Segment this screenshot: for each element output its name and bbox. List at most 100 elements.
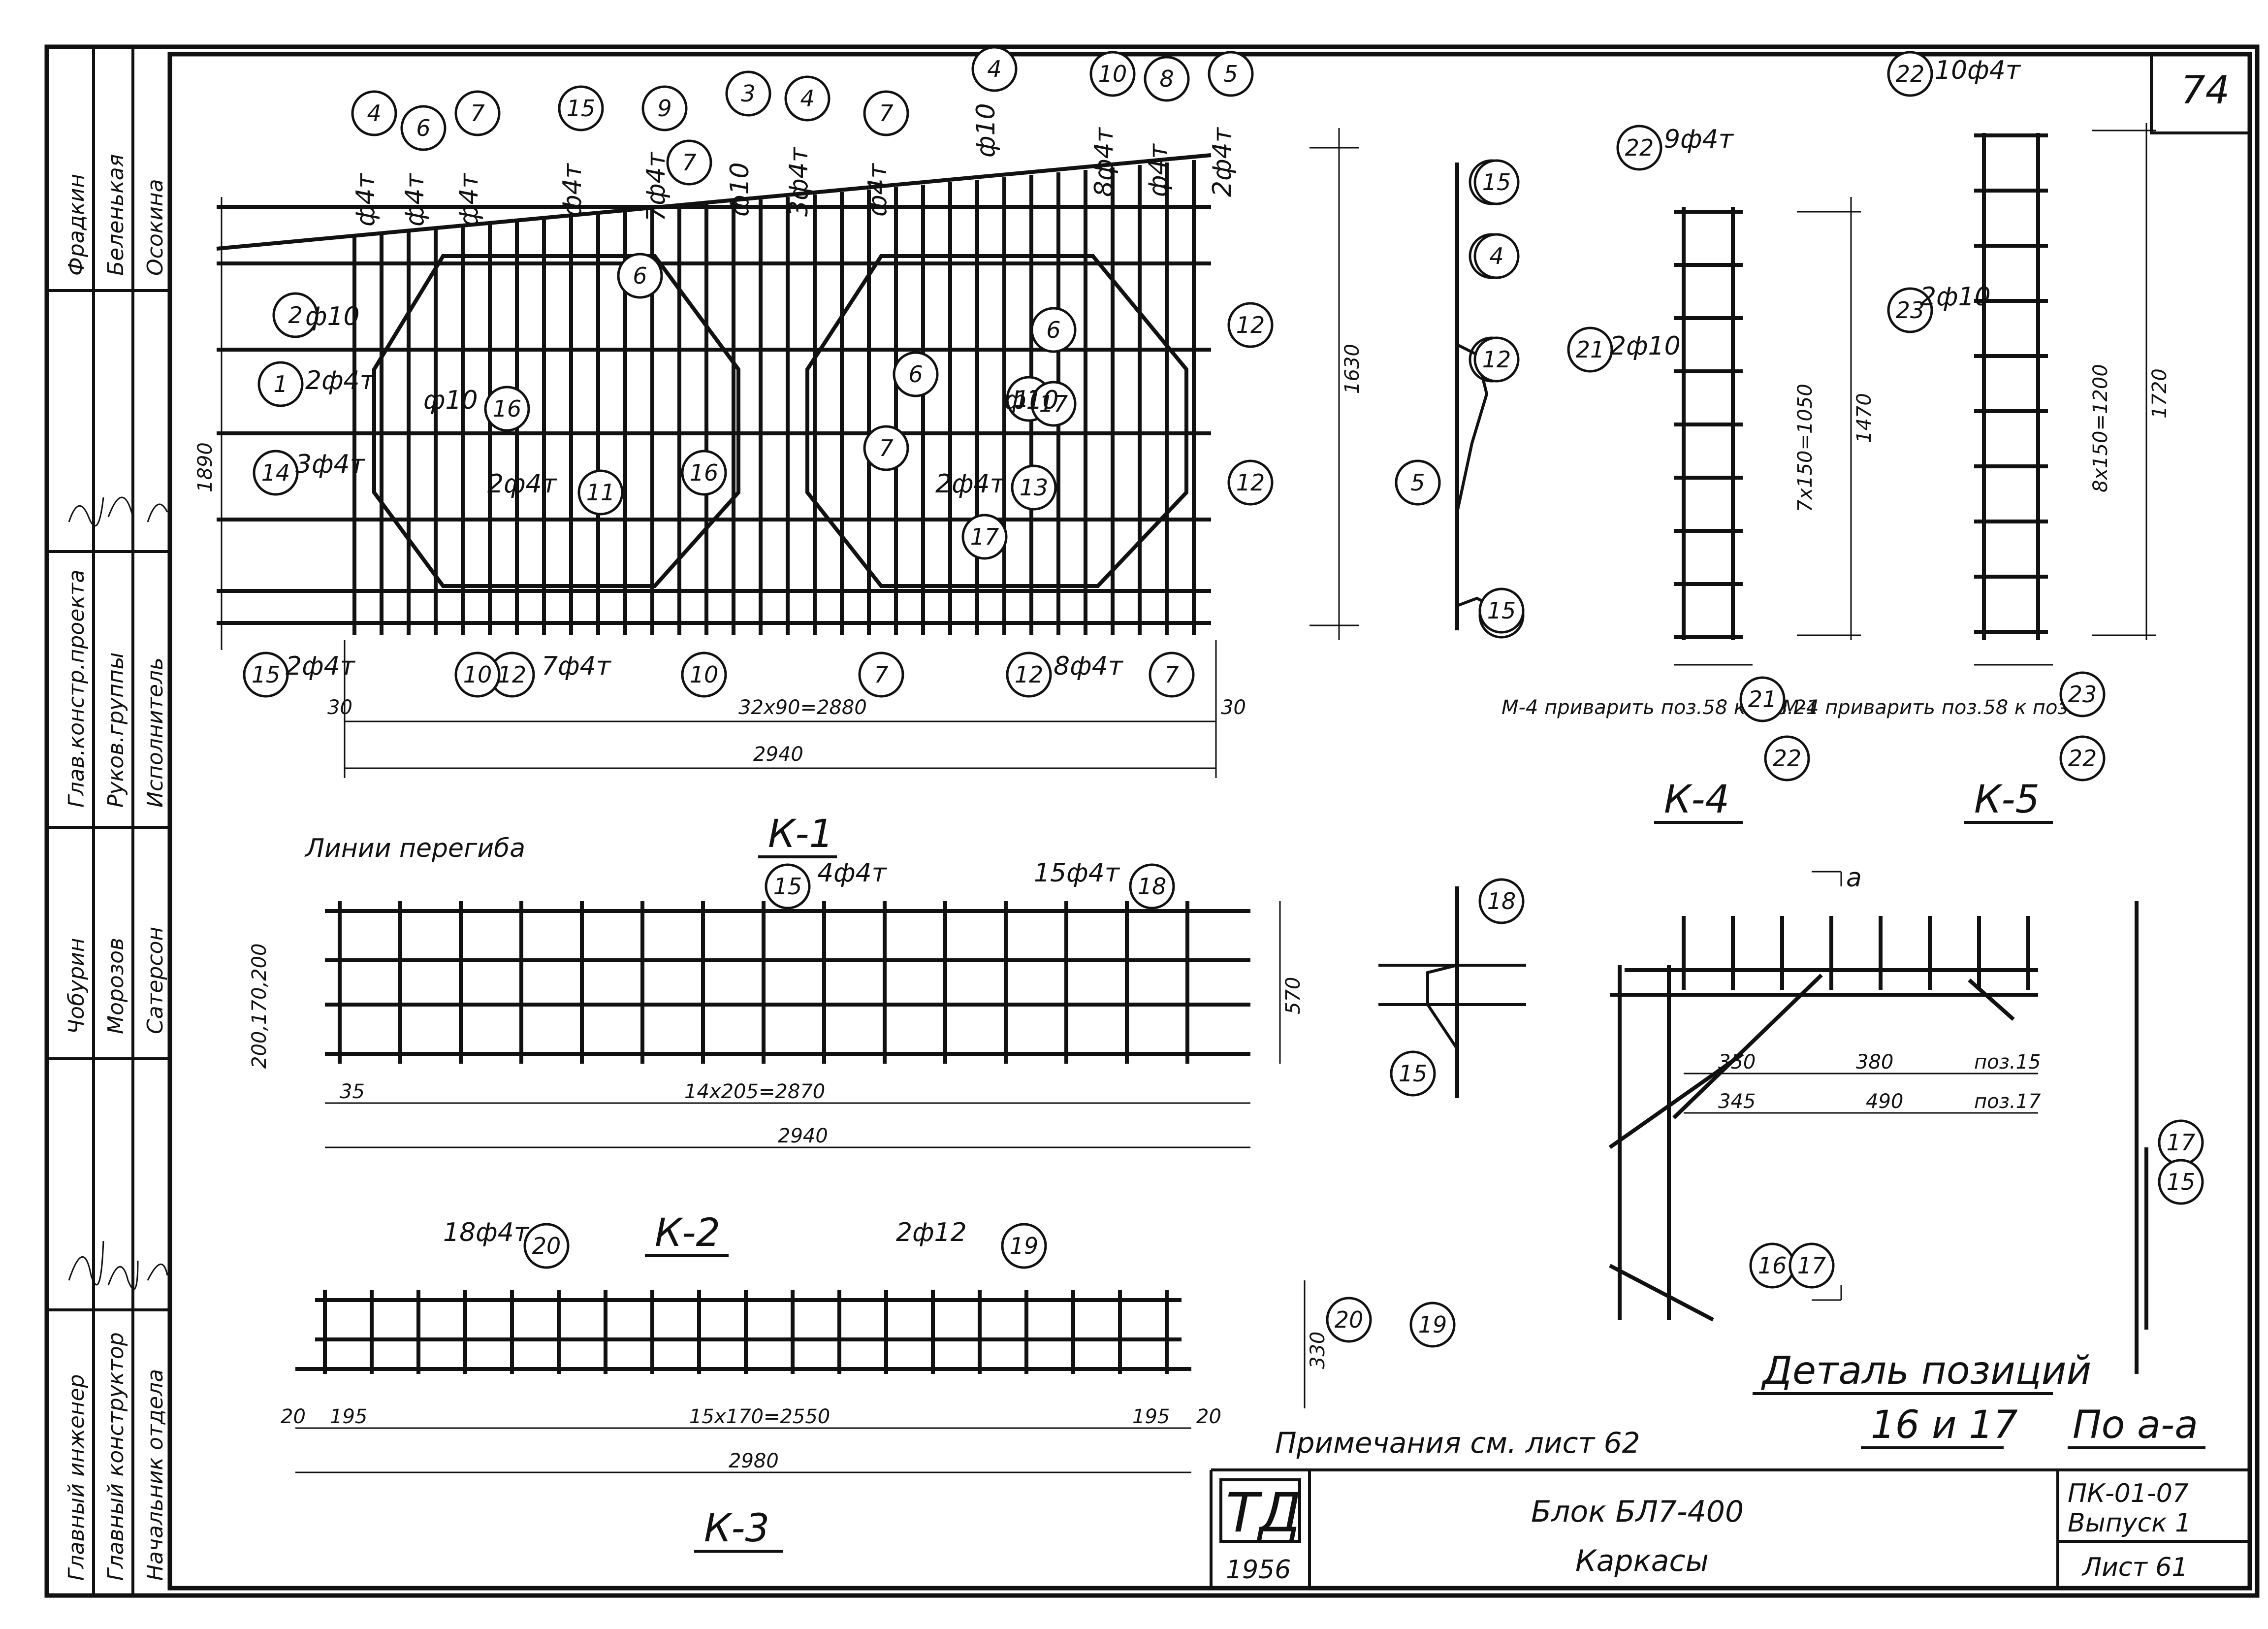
profile-position-marker: 5: [1395, 459, 1441, 506]
position-number: 13: [1020, 474, 1049, 501]
k2-frame: [325, 901, 1281, 1148]
k1-position-marker: 6: [893, 351, 939, 397]
k1-callout-f4t: ф4т: [863, 163, 893, 217]
profile-position-marker: 15: [1473, 159, 1520, 205]
position-marker-circle: [243, 652, 289, 698]
position-number: 21: [1748, 686, 1777, 713]
k3-position-marker: 19: [1001, 1223, 1047, 1269]
role-3: Начальник отдела: [143, 1369, 168, 1581]
position-marker-circle: [1473, 336, 1520, 383]
section-aa-position-marker: 17: [2158, 1119, 2204, 1166]
detail-dim-345: 345: [1718, 1090, 1756, 1113]
k2-section-position-marker: 15: [1390, 1050, 1436, 1097]
position-number: 23: [1896, 297, 1925, 324]
k1-position-marker: 16: [681, 450, 727, 496]
position-marker-circle: [858, 652, 904, 698]
k1-label: К-1: [768, 812, 833, 856]
position-number: 15: [1482, 169, 1511, 195]
position-marker-circle: [1478, 587, 1525, 634]
detail-title: Деталь позиций: [1761, 1349, 2091, 1393]
position-marker-circle: [1001, 1223, 1047, 1269]
position-marker-circle: [1478, 878, 1525, 924]
k1-position-marker: 10: [454, 652, 501, 698]
k1-position-marker: 9: [641, 85, 688, 131]
k1-callout-f10: ф10: [423, 386, 478, 415]
k1-callout-8f4t: 8ф4т: [1089, 127, 1119, 197]
k2-callout-4f4t: 4ф4т: [817, 858, 888, 888]
position-marker-circle: [484, 386, 530, 432]
name-4: Фрадкин: [64, 174, 89, 276]
position-marker-circle: [1473, 233, 1520, 279]
name-2: Морозов: [103, 938, 128, 1034]
k1-position-marker: 4: [971, 46, 1018, 92]
position-number: 7: [470, 100, 484, 127]
position-marker-circle: [893, 351, 939, 397]
position-marker-circle: [1887, 287, 1933, 333]
k5-position-marker: 23: [1887, 287, 1933, 333]
position-marker-circle: [454, 90, 501, 136]
k4-callout-9f4t: 9ф4т: [1664, 125, 1734, 154]
k1-callout-7f4t: 7ф4т: [641, 151, 671, 222]
position-marker-circle: [558, 85, 604, 131]
sheet-label: Лист 61: [2081, 1553, 2188, 1582]
position-number: 19: [1418, 1311, 1447, 1338]
k2-dim-main: 14х205=2870: [684, 1080, 825, 1103]
position-number: 22: [1773, 745, 1802, 772]
signature-scribble-2: [68, 1240, 168, 1290]
position-marker-circle: [784, 75, 831, 122]
detail-dim-380: 380: [1856, 1051, 1893, 1074]
k2-section-position-marker: 18: [1478, 878, 1525, 924]
k3-dim-right-total: 330: [1307, 1332, 1329, 1369]
position-number: 12: [1482, 346, 1511, 373]
position-marker-circle: [351, 90, 397, 136]
k3-dim-right-2: 195: [1132, 1405, 1170, 1428]
k4-position-marker: 21: [1567, 326, 1613, 373]
position-marker-circle: [1208, 51, 1254, 97]
detail-16-17: [1608, 871, 2038, 1322]
k4-position-marker: 22: [1764, 735, 1810, 782]
k1-position-marker: 15: [558, 85, 604, 131]
k2-label: К-2: [655, 1211, 720, 1255]
k1-frame: [216, 128, 1359, 778]
position-number: 14: [261, 459, 290, 486]
position-number: 20: [532, 1233, 561, 1259]
position-number: 17: [2167, 1129, 2196, 1156]
role-6: Исполнитель: [143, 657, 168, 808]
position-number: 10: [690, 661, 719, 688]
position-marker-circle: [454, 652, 501, 698]
profile-position-marker: 4: [1473, 233, 1520, 279]
position-number: 19: [1010, 1233, 1039, 1259]
position-marker-circle: [765, 863, 811, 910]
k1-callout-2f4t: 2ф4т: [286, 652, 356, 681]
k1-callout-f4t: ф4т: [454, 172, 484, 227]
k1-position-marker: 6: [400, 105, 447, 151]
k4-dim-main: 7х150=1050: [1794, 384, 1817, 512]
position-number: 11: [586, 479, 615, 506]
k1-callout-2f4t: 2ф4т: [935, 469, 1006, 499]
k1-position-marker: 16: [484, 386, 530, 432]
position-marker-circle: [1129, 863, 1175, 910]
k5-position-marker: 22: [2059, 735, 2106, 782]
position-number: 7: [874, 661, 888, 688]
position-marker-circle: [863, 425, 909, 471]
position-marker-circle: [1149, 652, 1195, 698]
position-number: 22: [1625, 134, 1654, 161]
k1-position-marker: 4: [784, 75, 831, 122]
k5-callout-10f4t: 10ф4т: [1935, 56, 2021, 85]
k3-position-marker: 20: [523, 1223, 570, 1269]
position-marker-circle: [1144, 56, 1190, 102]
issue: Выпуск 1: [2068, 1508, 2191, 1538]
k1-dim-right-total: 1630: [1341, 344, 1364, 394]
k1-callout-f4t: ф4т: [400, 172, 430, 227]
k1-dim-bottom-total: 2940: [753, 743, 803, 766]
stamp-year: 1956: [1226, 1555, 1291, 1585]
position-number: 4: [367, 100, 381, 127]
position-number: 5: [1223, 61, 1238, 87]
k1-position-marker: 14: [253, 450, 299, 496]
section-aa-title: По а-а: [2073, 1403, 2198, 1447]
k1-position-marker: 15: [243, 652, 289, 698]
k3-dim-total: 2980: [729, 1450, 779, 1472]
position-marker-circle: [272, 292, 319, 338]
position-number: 12: [498, 661, 527, 688]
page-number-box: [2150, 53, 2251, 134]
